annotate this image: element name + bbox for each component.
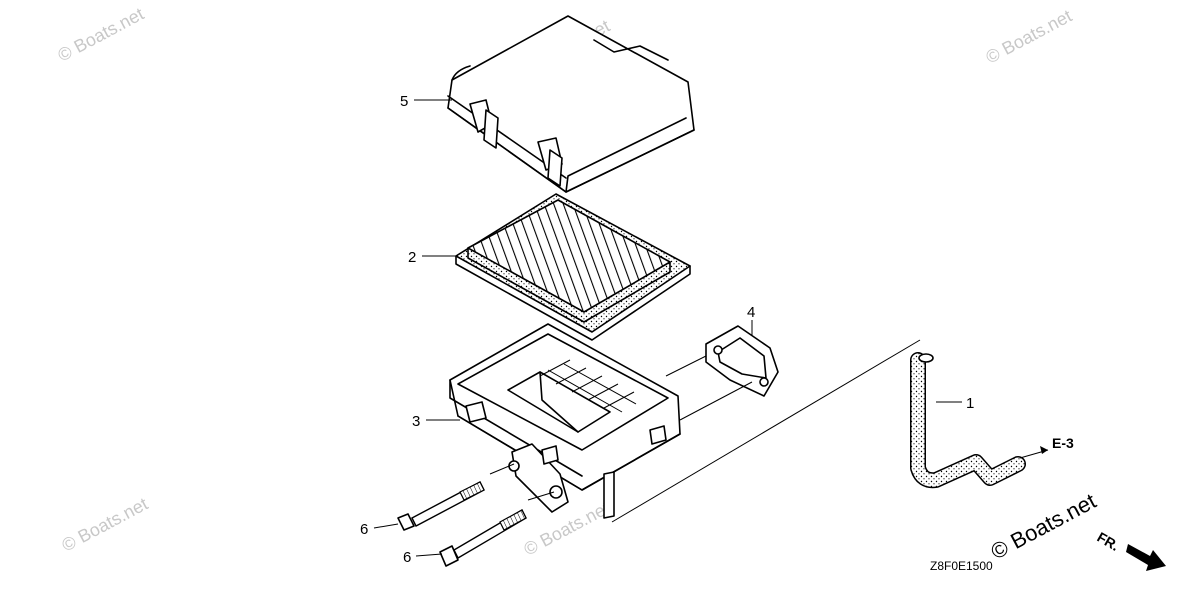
- diagram-code: Z8F0E1500: [930, 559, 993, 573]
- leader-lines: [373, 99, 1049, 557]
- callout-2: 2: [408, 249, 416, 266]
- part-1-breather-tube[interactable]: [910, 352, 1026, 489]
- watermark: © Boats.net: [54, 4, 147, 66]
- part-6-bolt-lower[interactable]: [439, 509, 527, 567]
- callout-5: 5: [400, 93, 408, 110]
- part-2-air-filter-element[interactable]: [455, 193, 691, 341]
- brand-mark: © Boats.net: [987, 488, 1101, 564]
- assembly-lines: [489, 339, 921, 523]
- watermark: © Boats.net: [520, 498, 613, 560]
- callout-6-upper: 6: [360, 521, 368, 538]
- watermark: © Boats.net: [58, 494, 151, 556]
- callout-4: 4: [747, 304, 755, 321]
- direction-label: FR.: [1095, 529, 1123, 554]
- part-3-air-cleaner-case[interactable]: [449, 323, 681, 519]
- part-5-air-cleaner-cover[interactable]: [447, 15, 695, 193]
- part-6-bolt-upper[interactable]: [397, 481, 485, 531]
- callout-1: 1: [966, 395, 974, 412]
- part-4-gasket[interactable]: [705, 325, 779, 397]
- watermark: © Boats.net: [982, 6, 1075, 68]
- front-direction-indicator: FR.: [1095, 529, 1166, 571]
- callout-6-lower: 6: [403, 549, 411, 566]
- direction-arrow-icon: [1126, 544, 1166, 571]
- reference-label: E-3: [1052, 435, 1074, 451]
- callout-3: 3: [412, 413, 420, 430]
